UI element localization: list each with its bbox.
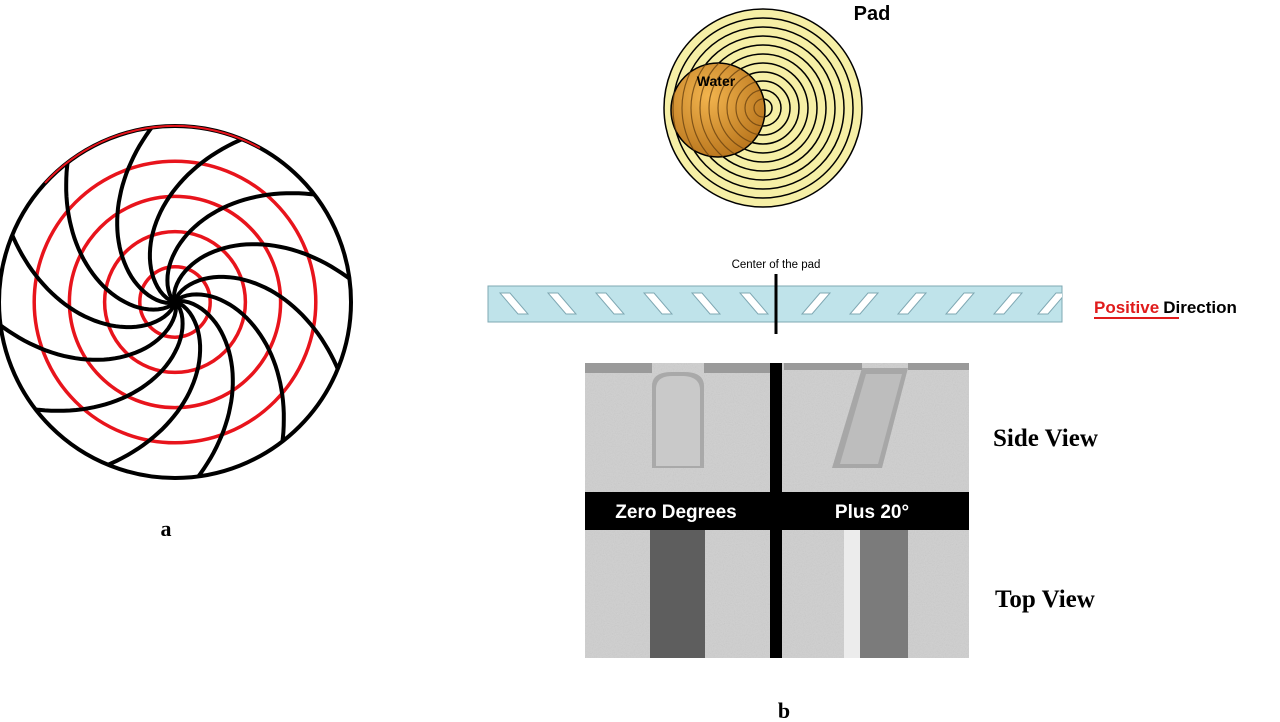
angled-grooves [498,292,1062,315]
groove-left [738,292,770,315]
water-groove-ring [690,63,765,157]
pad-label: Pad [854,3,891,25]
top-view-label: Top View [995,586,1095,613]
groove-right [896,292,928,315]
side-view-plus-20-degree-groove [784,363,969,468]
center-of-pad-label: Center of the pad [732,259,821,271]
pad-cross-section [487,274,1063,334]
red-ring-groove [67,194,283,410]
direction-word: Direction [1163,298,1237,317]
spiral-arm-groove [64,150,177,312]
water-label: Water [697,73,736,89]
red-ring-groove [138,265,212,339]
spiral-arm-groove [96,300,203,471]
groove-right [944,292,976,315]
water-groove-ring [681,63,765,157]
spiral-arm-groove [23,300,185,413]
groove-right [848,292,880,315]
side-view-zero-degree-groove [585,363,770,468]
zero-degrees-caption: Zero Degrees [615,502,736,523]
groove-left [642,292,674,315]
groove-right [1036,292,1062,315]
spiral-arm-groove [147,133,254,304]
red-ring-groove [32,159,318,445]
pad-top-diagram: Water [663,8,863,208]
red-ring-groove [102,229,248,375]
groove-left [594,292,626,315]
spiral-arm-groove [172,242,351,304]
plus-20-caption: Plus 20° [835,502,909,523]
spiral-arm-groove [173,274,344,381]
spiral-arm-groove [6,223,177,330]
spiral-arm-groove [173,292,286,454]
top-view-plus-20-degree-groove [844,530,908,658]
micrograph-divider [770,363,782,658]
sem-micrograph-composite: Zero Degrees Plus 20° [585,363,969,658]
panel-a-spiral-groove-pad [0,124,353,480]
side-view-label: Side View [993,425,1098,452]
positive-word: Positive [1094,298,1159,317]
groove-right [992,292,1024,315]
groove-left [498,292,530,315]
water-groove-ring [672,63,765,157]
groove-right [800,292,832,315]
panel-a-label: a [161,516,172,541]
water-groove-ring [753,98,765,118]
spiral-arm-groove [115,126,177,305]
groove-left [690,292,722,315]
concentric-red-grooves [32,159,318,445]
spiral-arm-groove [173,299,235,478]
water-groove-ring [708,63,765,157]
pad-groove-ring [663,8,863,208]
spiral-black-grooves [0,126,351,478]
groove-left [546,292,578,315]
pad-outline-red-arc [44,124,261,184]
top-view-zero-degree-groove [650,530,705,658]
panel-b-label: b [778,698,790,722]
spiral-arm-groove [0,300,178,362]
spiral-arm-groove [165,191,327,304]
water-groove-ring [699,63,765,157]
